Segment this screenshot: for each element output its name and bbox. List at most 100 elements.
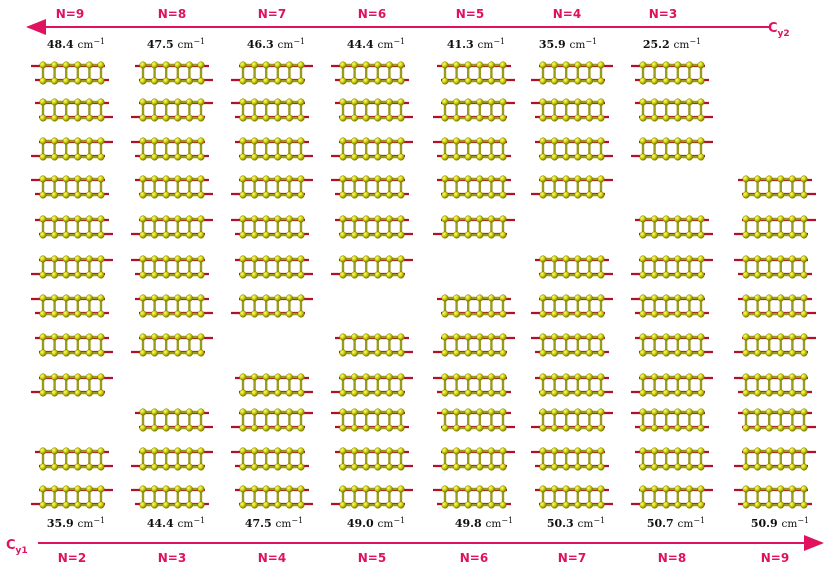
sulfur-atom (85, 485, 93, 493)
sulfur-atom (674, 231, 682, 239)
top-n-label: N=8 (158, 7, 186, 21)
sulfur-atom (754, 294, 762, 302)
sulfur-atom (742, 424, 750, 432)
sulfur-atom (297, 137, 305, 145)
sulfur-atom (585, 373, 593, 381)
sulfur-atom (777, 349, 785, 357)
sulfur-atom (397, 114, 405, 122)
sulfur-atom (453, 294, 461, 302)
sulfur-atom (262, 191, 270, 199)
sulfur-atom (662, 408, 670, 416)
chain-structure (631, 255, 713, 279)
sulfur-atom (777, 463, 785, 471)
sulfur-atom (274, 294, 282, 302)
sulfur-atom (788, 310, 796, 318)
sulfur-atom (464, 485, 472, 493)
sulfur-atom (651, 333, 659, 341)
sulfur-atom (574, 271, 582, 279)
sulfur-atom (185, 175, 193, 183)
sulfur-atom (262, 463, 270, 471)
sulfur-atom (800, 408, 808, 416)
sulfur-atom (476, 137, 484, 145)
chain-structure (437, 294, 515, 318)
sulfur-atom (697, 77, 705, 85)
sulfur-atom (765, 463, 773, 471)
sulfur-atom (685, 501, 693, 509)
sulfur-atom (639, 114, 647, 122)
sulfur-atom (39, 373, 47, 381)
sulfur-atom (585, 61, 593, 69)
sulfur-atom (464, 463, 472, 471)
sulfur-atom (197, 271, 205, 279)
sulfur-atom (697, 61, 705, 69)
chain-structure (331, 255, 413, 279)
sulfur-atom (274, 408, 282, 416)
sulfur-atom (441, 114, 449, 122)
sulfur-atom (574, 61, 582, 69)
top-n-label: N=5 (456, 7, 484, 21)
sulfur-atom (476, 61, 484, 69)
sulfur-atom (639, 501, 647, 509)
sulfur-atom (51, 447, 59, 455)
sulfur-atom (800, 463, 808, 471)
sulfur-atom (651, 463, 659, 471)
sulfur-atom (742, 333, 750, 341)
sulfur-atom (662, 255, 670, 263)
chain-structure (235, 255, 313, 279)
sulfur-atom (562, 61, 570, 69)
sulfur-atom (74, 231, 82, 239)
sulfur-atom (453, 215, 461, 223)
sulfur-atom (499, 114, 507, 122)
sulfur-atom (85, 98, 93, 106)
sulfur-atom (539, 175, 547, 183)
sulfur-atom (262, 153, 270, 161)
sulfur-atom (285, 137, 293, 145)
top-axis-label: Cy2 (768, 21, 790, 39)
chain-structure (631, 61, 709, 85)
sulfur-atom (185, 61, 193, 69)
sulfur-atom (441, 333, 449, 341)
sulfur-atom (174, 408, 182, 416)
sulfur-atom (339, 373, 347, 381)
sulfur-atom (754, 501, 762, 509)
sulfur-atom (585, 271, 593, 279)
sulfur-atom (551, 389, 559, 397)
sulfur-atom (85, 231, 93, 239)
sulfur-atom (39, 77, 47, 85)
sulfur-atom (62, 271, 70, 279)
sulfur-atom (453, 61, 461, 69)
sulfur-atom (487, 333, 495, 341)
sulfur-atom (585, 294, 593, 302)
sulfur-atom (639, 215, 647, 223)
sulfur-atom (374, 463, 382, 471)
sulfur-atom (499, 349, 507, 357)
sulfur-atom (239, 137, 247, 145)
chain-structure (531, 333, 609, 357)
sulfur-atom (285, 77, 293, 85)
sulfur-atom (487, 373, 495, 381)
sulfur-atom (499, 408, 507, 416)
frequency-label: 48.4 cm−1 (47, 37, 105, 51)
sulfur-atom (62, 61, 70, 69)
chain-structure (131, 333, 213, 357)
sulfur-atom (62, 463, 70, 471)
sulfur-atom (185, 485, 193, 493)
sulfur-atom (499, 424, 507, 432)
top-n-label: N=6 (358, 7, 386, 21)
chain-structure (531, 98, 609, 122)
sulfur-atom (574, 408, 582, 416)
sulfur-atom (374, 191, 382, 199)
sulfur-atom (339, 333, 347, 341)
sulfur-atom (674, 137, 682, 145)
chain-structure (331, 408, 409, 432)
sulfur-atom (574, 501, 582, 509)
frequency-label: 25.2 cm−1 (643, 37, 701, 51)
sulfur-atom (685, 447, 693, 455)
sulfur-atom (562, 114, 570, 122)
sulfur-atom (385, 98, 393, 106)
sulfur-atom (597, 408, 605, 416)
sulfur-atom (339, 408, 347, 416)
sulfur-atom (685, 485, 693, 493)
sulfur-atom (476, 373, 484, 381)
